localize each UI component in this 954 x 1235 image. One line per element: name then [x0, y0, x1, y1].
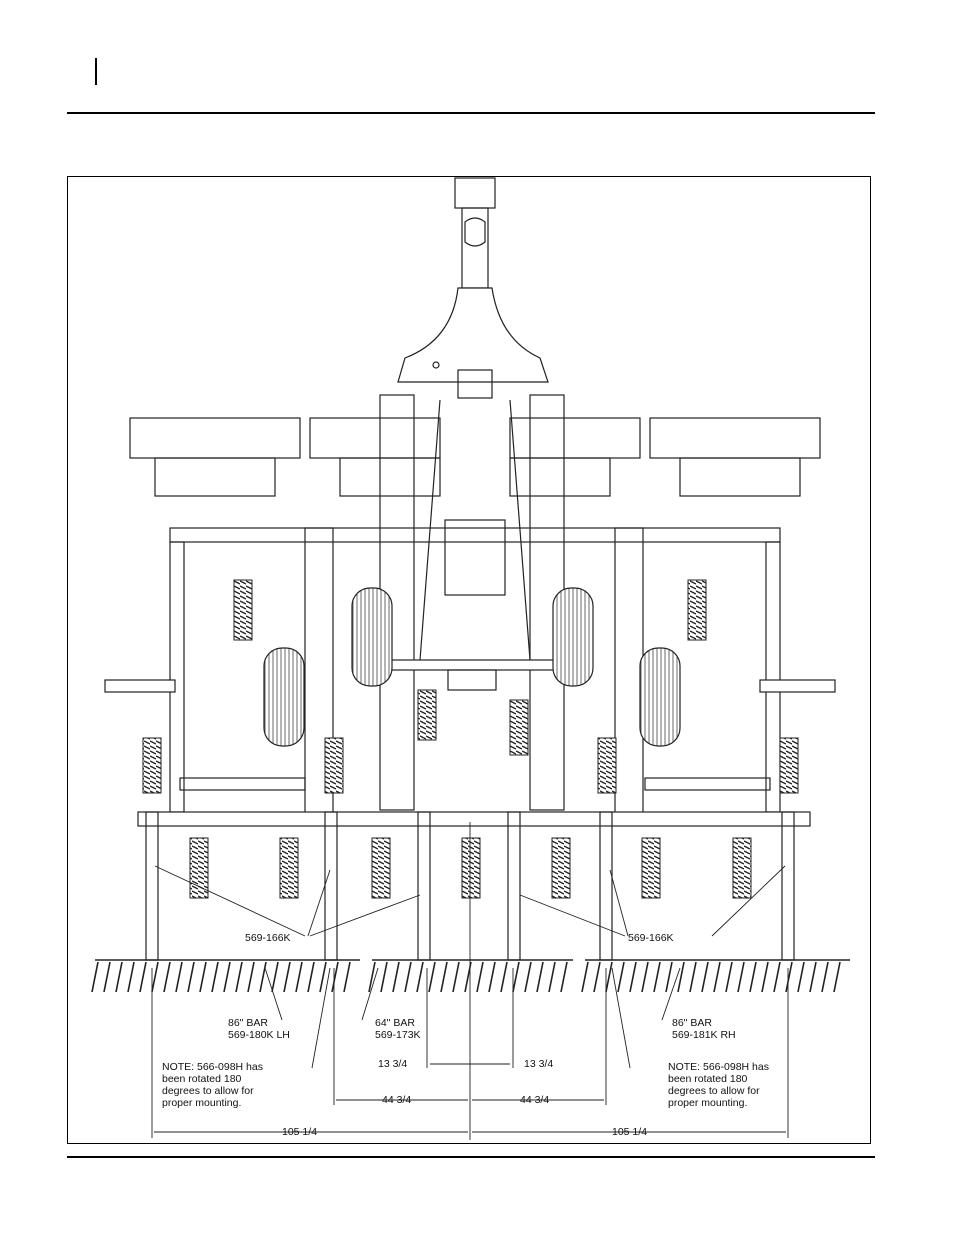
right-note-line-2: been rotated 180	[668, 1073, 748, 1085]
harrow-tine	[690, 962, 696, 992]
harrow-tine	[513, 962, 519, 992]
harrow-tine	[381, 962, 387, 992]
dim-inner-left: 13 3/4	[378, 1058, 407, 1070]
harrow-tine	[405, 962, 411, 992]
dim-outer-right: 105 1/4	[612, 1126, 647, 1138]
harrow-tine	[224, 962, 230, 992]
harrow-tine	[248, 962, 254, 992]
harrow-tine	[738, 962, 744, 992]
left-note-line-4: proper mounting.	[162, 1097, 241, 1109]
harrow-tine	[116, 962, 122, 992]
harrow-tine	[714, 962, 720, 992]
right-bar-part: 569-181K RH	[672, 1029, 736, 1041]
harrow-tine	[606, 962, 612, 992]
harrow-tine	[152, 962, 158, 992]
right-note-line-3: degrees to allow for	[668, 1085, 760, 1097]
center-bar-part: 569-173K	[375, 1029, 421, 1041]
harrow-tine	[678, 962, 684, 992]
left-note-line-1: NOTE: 566-098H has	[162, 1061, 263, 1073]
right-note-line-4: proper mounting.	[668, 1097, 747, 1109]
harrow-tine	[92, 962, 98, 992]
right-bar-size: 86" BAR	[672, 1017, 712, 1029]
harrow-tine	[212, 962, 218, 992]
harrow-tine	[429, 962, 435, 992]
tine-part-label-right: 569-166K	[628, 932, 674, 944]
harrow-tine	[128, 962, 134, 992]
shank-springs	[143, 580, 798, 898]
left-bar-size: 86" BAR	[228, 1017, 268, 1029]
harrow-tine	[453, 962, 459, 992]
harrow-tine	[582, 962, 588, 992]
harrow-tine	[549, 962, 555, 992]
harrow-tine	[762, 962, 768, 992]
harrow-tine	[702, 962, 708, 992]
harrow-tine	[774, 962, 780, 992]
harrow-tine	[176, 962, 182, 992]
frame-linework	[105, 178, 835, 826]
harrow-tine	[786, 962, 792, 992]
harrow-tine	[798, 962, 804, 992]
dim-mid-right: 44 3/4	[520, 1094, 549, 1106]
harrow-tine	[308, 962, 314, 992]
center-bar-size: 64" BAR	[375, 1017, 415, 1029]
harrow-tine	[320, 962, 326, 992]
harrow-tine	[750, 962, 756, 992]
tine-part-label-left: 569-166K	[245, 932, 291, 944]
harrow-tine	[618, 962, 624, 992]
harrow-tine	[441, 962, 447, 992]
dim-inner-right: 13 3/4	[524, 1058, 553, 1070]
harrow-tine	[393, 962, 399, 992]
dim-outer-left: 105 1/4	[282, 1126, 317, 1138]
harrow-tine	[654, 962, 660, 992]
harrow-tine	[188, 962, 194, 992]
harrow-tine	[344, 962, 350, 992]
dim-mid-left: 44 3/4	[382, 1094, 411, 1106]
harrow-tine	[332, 962, 338, 992]
harrow-tine	[561, 962, 567, 992]
right-note-line-1: NOTE: 566-098H has	[668, 1061, 769, 1073]
harrow-tine	[236, 962, 242, 992]
harrow-tine	[666, 962, 672, 992]
harrow-tine	[630, 962, 636, 992]
harrow-tine	[417, 962, 423, 992]
harrow-tines	[92, 962, 840, 992]
harrow-tine	[104, 962, 110, 992]
harrow-tine	[834, 962, 840, 992]
harrow-tine	[284, 962, 290, 992]
harrow-tine	[140, 962, 146, 992]
harrow-tine	[810, 962, 816, 992]
harrow-tine	[296, 962, 302, 992]
left-note-line-2: been rotated 180	[162, 1073, 242, 1085]
harrow-tine	[477, 962, 483, 992]
harrow-tine	[537, 962, 543, 992]
harrow-tine	[594, 962, 600, 992]
harrow-tine	[272, 962, 278, 992]
harrow-tine	[822, 962, 828, 992]
harrow-tine	[489, 962, 495, 992]
harrow-tine	[200, 962, 206, 992]
left-note-line-3: degrees to allow for	[162, 1085, 254, 1097]
harrow-tine	[642, 962, 648, 992]
harrow-tine	[164, 962, 170, 992]
harrow-tine	[525, 962, 531, 992]
harrow-tine	[501, 962, 507, 992]
left-bar-part: 569-180K LH	[228, 1029, 290, 1041]
harrow-tine	[726, 962, 732, 992]
harrow-tine	[260, 962, 266, 992]
